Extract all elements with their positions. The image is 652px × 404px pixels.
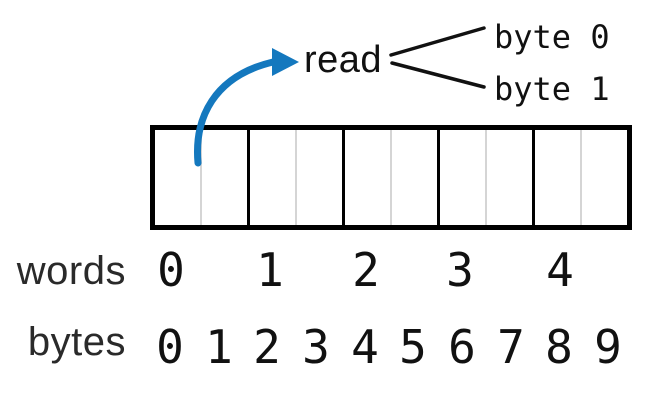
byte-cell-6 (440, 130, 487, 225)
word-number-2: 2 (352, 243, 380, 297)
byte-number-4: 4 (351, 320, 379, 374)
read-arrowhead-icon (272, 48, 299, 76)
byte-number-8: 8 (545, 320, 573, 374)
word-cell-0 (155, 130, 250, 225)
byte-cell-7 (487, 130, 532, 225)
byte-cell-4 (345, 130, 392, 225)
byte-cell-9 (582, 130, 627, 225)
memory-box (150, 125, 632, 230)
branch-line-byte0 (389, 26, 486, 57)
byte-cell-2 (250, 130, 297, 225)
word-cell-4 (535, 130, 627, 225)
byte-number-7: 7 (497, 320, 525, 374)
byte-cell-8 (535, 130, 582, 225)
byte-cell-5 (392, 130, 437, 225)
words-row-label: words (16, 249, 126, 293)
branch-line-byte1 (390, 61, 486, 89)
word-cell-2 (345, 130, 440, 225)
byte-0-label: byte 0 (494, 18, 610, 56)
byte-number-2: 2 (253, 320, 281, 374)
word-number-1: 1 (256, 243, 284, 297)
word-cell-1 (250, 130, 345, 225)
bytes-row-label: bytes (27, 320, 126, 364)
byte-number-1: 1 (205, 320, 233, 374)
byte-number-5: 5 (399, 320, 427, 374)
byte-number-9: 9 (594, 320, 622, 374)
byte-cell-0 (155, 130, 202, 225)
word-number-0: 0 (157, 243, 185, 297)
byte-number-3: 3 (302, 320, 330, 374)
byte-number-6: 6 (448, 320, 476, 374)
word-cell-3 (440, 130, 535, 225)
byte-cell-1 (202, 130, 247, 225)
word-number-4: 4 (546, 243, 574, 297)
word-number-3: 3 (446, 243, 474, 297)
byte-number-0: 0 (156, 320, 184, 374)
byte-cell-3 (297, 130, 342, 225)
read-label: read (304, 39, 383, 81)
byte-1-label: byte 1 (494, 70, 610, 108)
